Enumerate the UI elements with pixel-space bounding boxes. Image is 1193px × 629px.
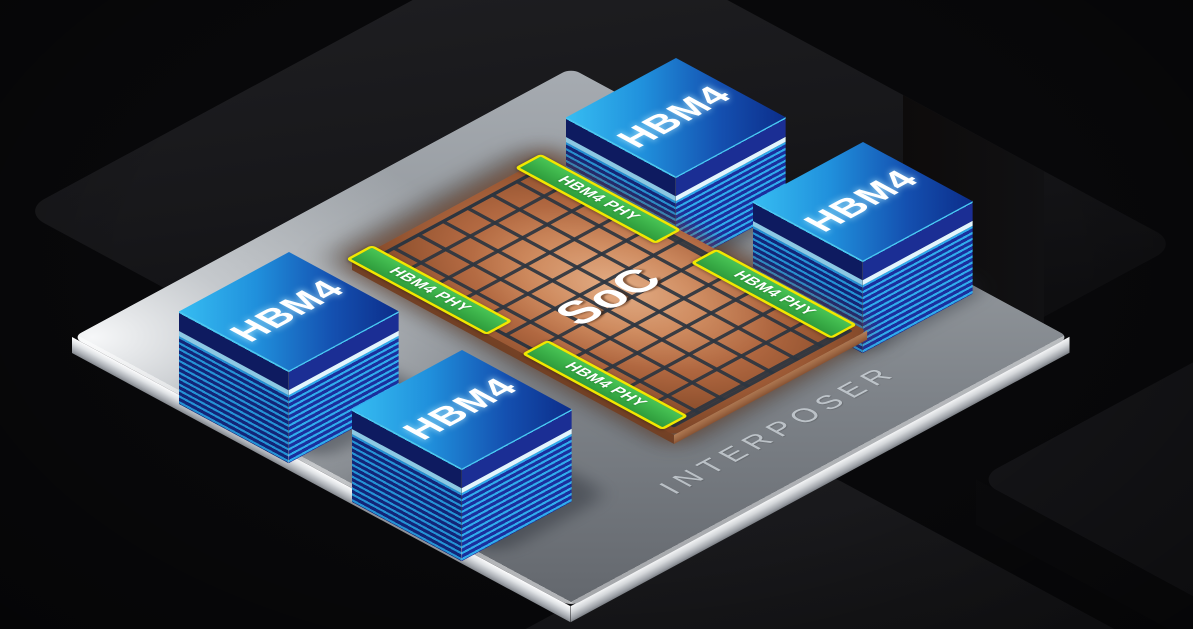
hbm4-label: HBM4: [608, 80, 743, 154]
hbm4-label: HBM4: [795, 164, 930, 238]
hbm4-label: HBM4: [394, 372, 529, 446]
hbm4-label: HBM4: [221, 274, 356, 348]
